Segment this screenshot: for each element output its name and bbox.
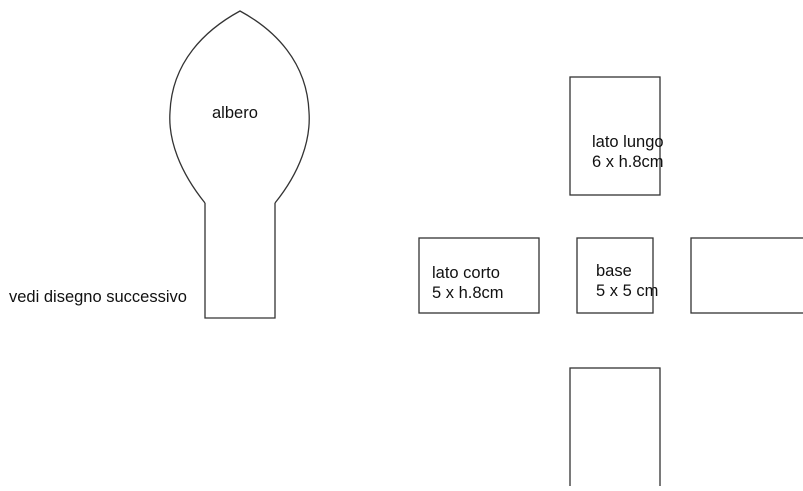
long-side-label: lato lungo 6 x h.8cm [592,132,664,172]
long-side-bottom-panel [569,367,661,491]
base-name: base [596,262,632,280]
tree-crown-outline [169,10,310,204]
base-panel [576,237,654,314]
short-side-right-panel [690,237,803,314]
short-side-left-panel [418,237,540,314]
short-side-name: lato corto [432,264,500,282]
short-side-dimensions: 5 x h.8cm [432,284,504,302]
short-side-label: lato corto 5 x h.8cm [432,263,504,303]
base-dimensions: 5 x 5 cm [596,282,659,300]
long-side-name: lato lungo [592,133,664,151]
long-side-dimensions: 6 x h.8cm [592,153,664,171]
base-label: base 5 x 5 cm [596,261,658,301]
note-text: vedi disegno successivo [9,287,187,307]
long-side-top-panel [569,76,661,196]
tree-trunk-outline [204,203,276,319]
tree-label: albero [212,103,258,123]
tree-label-text: albero [212,104,258,122]
note-text-line: vedi disegno successivo [9,288,187,306]
